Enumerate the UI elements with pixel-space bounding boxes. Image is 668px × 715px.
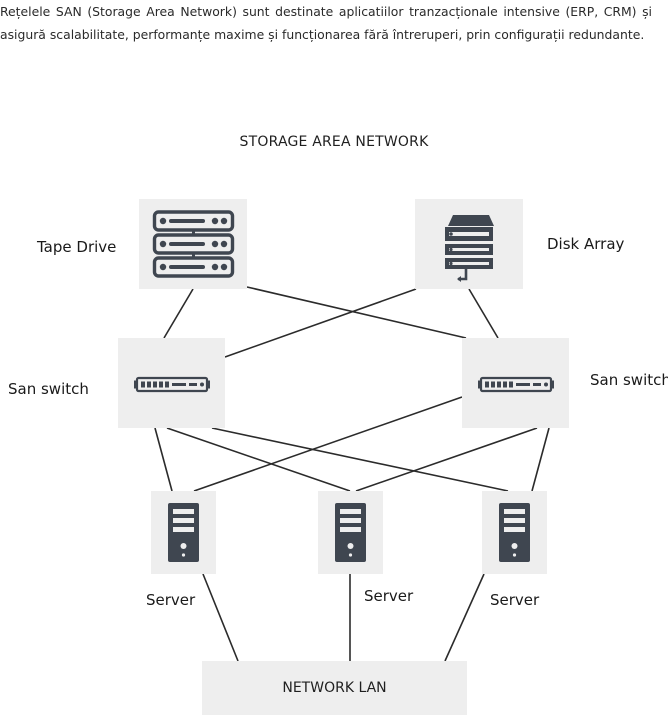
link-left-server-to-lan (202, 573, 239, 662)
server-right-label: Server (490, 591, 540, 609)
link-left-switch-to-middle-server (166, 427, 351, 492)
link-left-switch-to-right-server (211, 427, 509, 492)
tape-drive-icon (152, 210, 235, 278)
link-right-switch-to-left-server (193, 396, 463, 492)
network-lan-label: NETWORK LAN (282, 680, 387, 696)
server-right-node (482, 491, 547, 574)
san-switch-left-node (118, 338, 225, 428)
server-left-node (151, 491, 216, 574)
disk-array-icon (445, 215, 494, 282)
server-right-icon (499, 503, 530, 562)
link-tape-drive-to-right-switch (246, 286, 467, 339)
link-disk-array-to-left-switch (224, 288, 417, 358)
disk-array-label: Disk Array (547, 235, 625, 253)
server-middle-label: Server (364, 587, 414, 605)
server-left-icon (168, 503, 199, 562)
link-right-server-to-lan (444, 573, 485, 662)
link-left-switch-to-left-server (154, 427, 173, 492)
link-right-switch-to-right-server (531, 427, 550, 492)
san-switch-right-label: San switch (590, 371, 668, 389)
link-disk-array-to-right-switch (468, 288, 499, 339)
disk-array-node (415, 199, 523, 289)
san-switch-left-label: San switch (8, 380, 89, 398)
server-middle-node (318, 491, 383, 574)
tape-drive-node (139, 199, 247, 289)
link-tape-drive-to-left-switch (163, 288, 194, 339)
diagram-title: STORAGE AREA NETWORK (239, 134, 429, 150)
intro-paragraph: Rețelele SAN (Storage Area Network) sunt… (0, 4, 652, 42)
san-switch-left-icon (134, 376, 210, 393)
network-lan-node: NETWORK LAN (202, 661, 467, 715)
san-switch-right-node (462, 338, 569, 428)
san-switch-right-icon (478, 376, 554, 393)
server-middle-icon (335, 503, 366, 562)
tape-drive-label: Tape Drive (37, 238, 117, 256)
server-left-label: Server (146, 591, 196, 609)
link-right-switch-to-middle-server (355, 427, 538, 492)
